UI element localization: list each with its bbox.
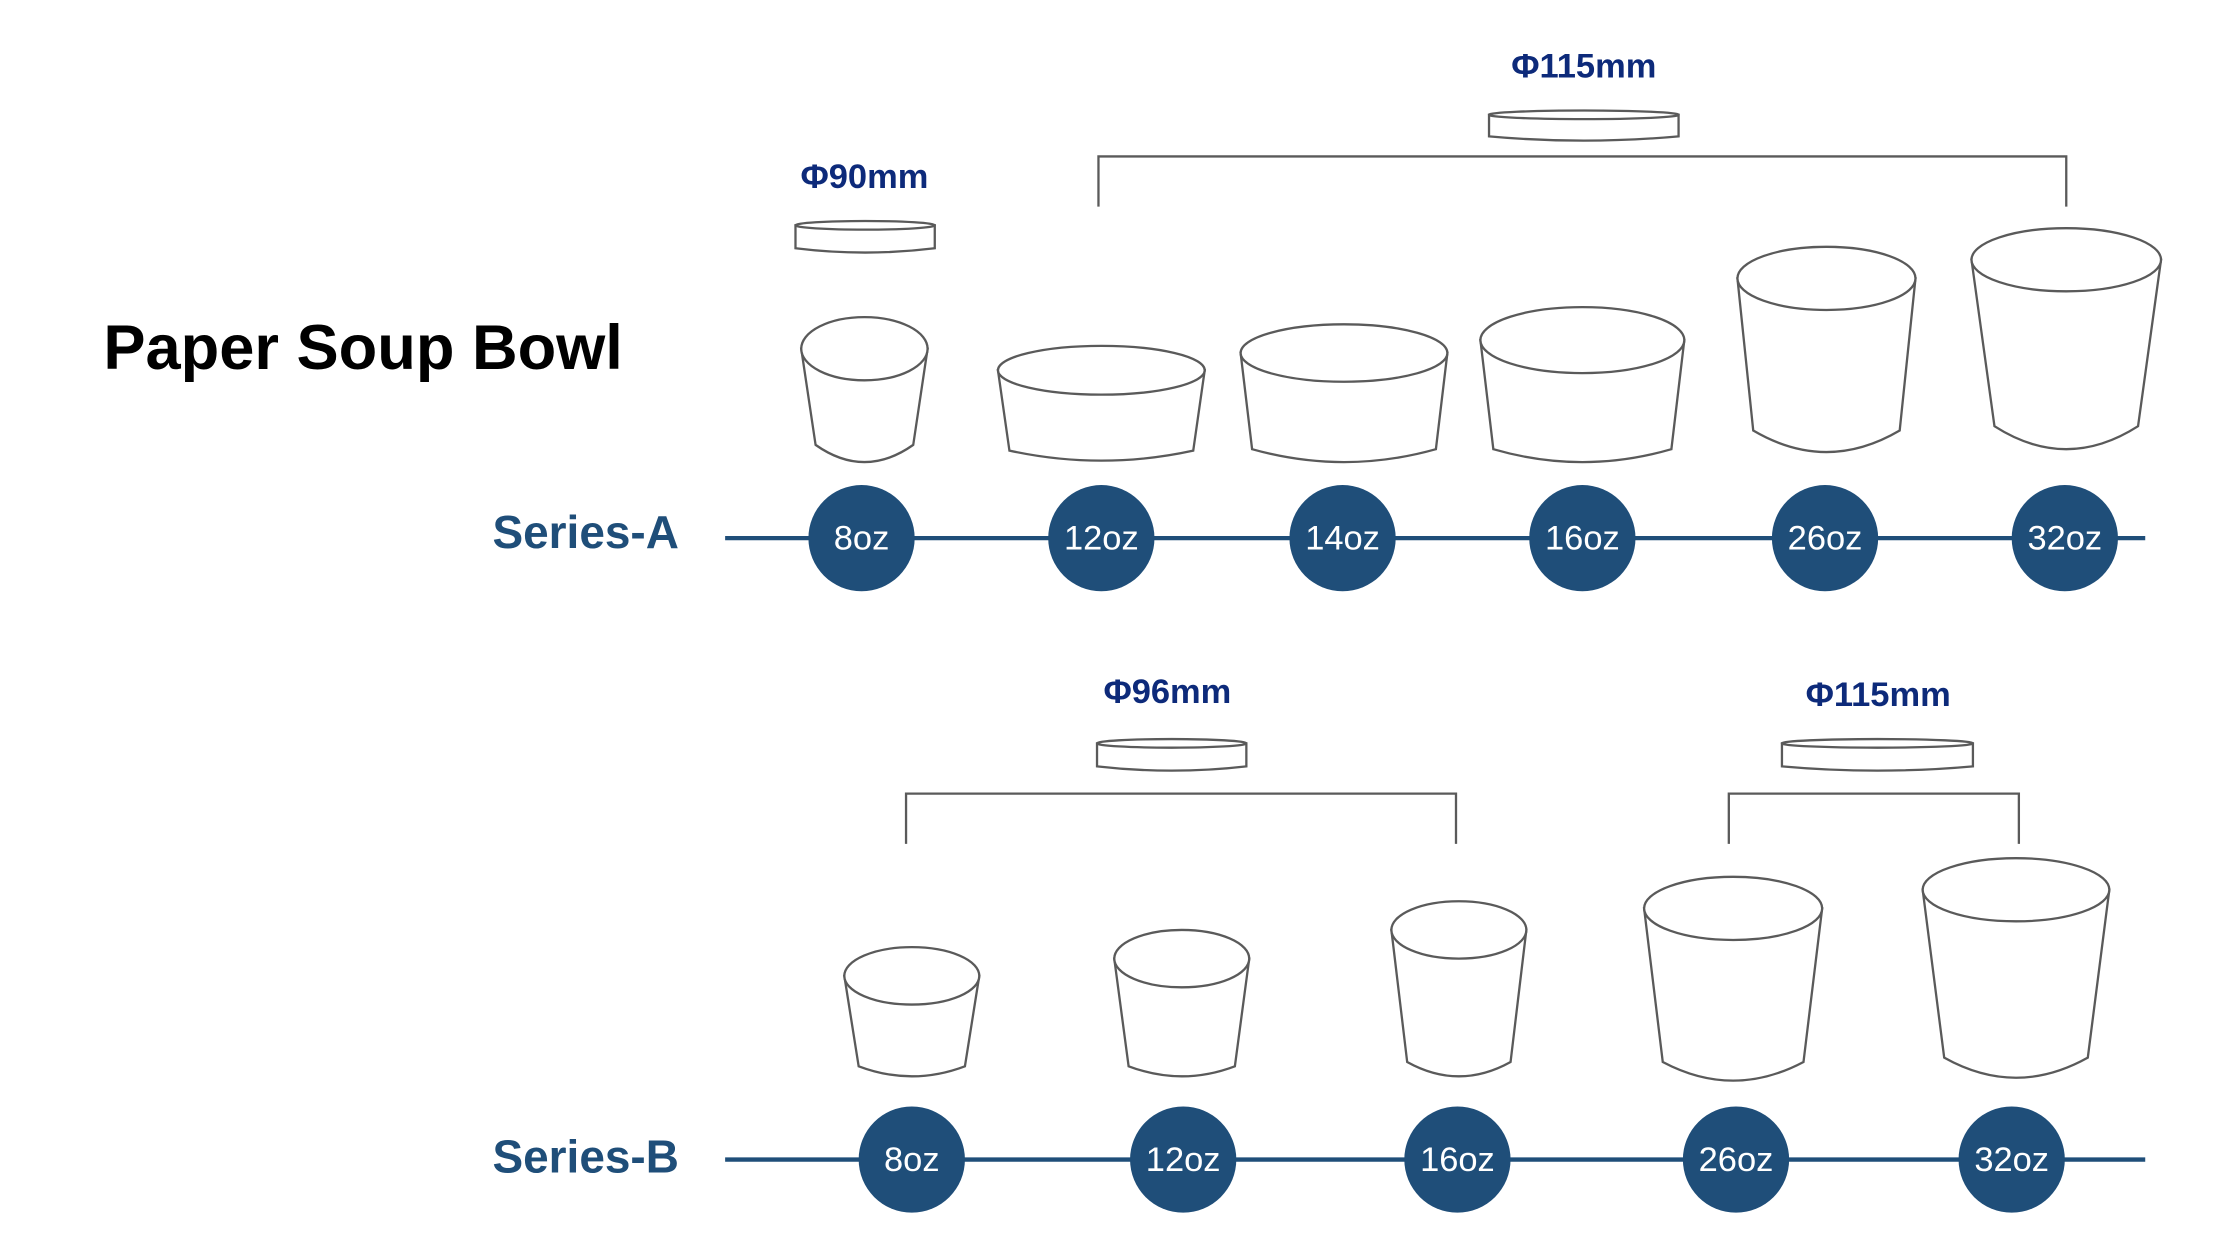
size-badge-16oz: 16oz [1529,485,1636,592]
bowl-rim [1113,928,1251,989]
bowl-rim [1736,245,1917,312]
size-label: 14oz [1305,520,1380,558]
page-title: Paper Soup Bowl [103,313,622,383]
size-badge-circle [1130,1106,1237,1213]
bowl-illustration [799,316,929,464]
lid-group-bracket [1727,792,2021,844]
lid-group-bracket [904,792,1458,844]
size-badge-circle [1529,485,1636,592]
lid-diameter-label: Φ96mm [1103,673,1231,711]
size-badge-circle [1048,485,1155,592]
bowl-body [1479,338,1686,464]
size-label: 16oz [1545,520,1620,558]
series-a-label: Series-A [493,506,679,558]
size-label: 8oz [834,520,890,558]
bowl-body [1239,351,1449,464]
bowl-illustration [1479,305,1686,464]
lid-side [1780,742,1975,772]
lid-side [1487,113,1680,142]
size-badge-8oz: 8oz [808,485,915,592]
lid-side [1095,742,1248,772]
size-badge-16oz: 16oz [1404,1106,1511,1213]
size-badge-26oz: 26oz [1682,1106,1790,1213]
series-b-group: Series-B Φ96mm Φ115mm 8oz 12oz 16oz 26oz 32o… [493,673,2146,1213]
lid-diameter-label: Φ90mm [800,158,928,196]
lid-illustration [1487,109,1680,142]
bowl-rim [1642,875,1824,942]
lid-side [794,224,936,254]
size-badge-circle [1289,485,1396,592]
size-badge-circle [808,485,915,592]
lid-top [1095,737,1248,749]
size-label: 26oz [1699,1141,1774,1179]
size-badge-32oz: 32oz [1958,1106,2065,1213]
lid-top [1487,109,1680,121]
bowl-illustration [1390,900,1528,1078]
lid-illustration [794,219,936,254]
size-label: 16oz [1420,1141,1495,1179]
lid-top [794,219,936,231]
bowl-illustration [1642,875,1824,1082]
size-badge-32oz: 32oz [2011,485,2118,592]
size-badge-circle [2011,485,2118,592]
lid-illustration [1780,737,1975,772]
bowl-illustration [1736,245,1917,454]
bowl-body [1970,258,2163,451]
bowl-rim [1479,305,1686,375]
size-badge-8oz: 8oz [858,1106,965,1213]
size-label: 32oz [2027,520,2102,558]
bowl-illustration [1970,227,2163,451]
size-badge-circle [1958,1106,2065,1213]
size-badge-12oz: 12oz [1048,485,1155,592]
size-label: 12oz [1064,520,1139,558]
bowl-rim [1239,323,1449,383]
bowl-body [1642,907,1824,1082]
bowl-illustration [1921,857,2111,1079]
size-badge-circle [1771,485,1879,592]
size-badge-12oz: 12oz [1130,1106,1237,1213]
bowl-body [996,369,1207,462]
bowl-illustration [1112,928,1251,1078]
bowl-rim [1921,857,2111,923]
size-badge-circle [1682,1106,1790,1213]
size-badge-circle [1404,1106,1511,1213]
lid-diameter-label: Φ115mm [1511,48,1656,86]
bowl-body [1921,888,2111,1079]
lid-illustration [1095,737,1248,772]
lid-diameter-label: Φ115mm [1806,676,1951,714]
bowl-illustration [996,344,1207,462]
size-label: 8oz [884,1141,940,1179]
bowl-body [1736,277,1917,454]
bowl-illustration [1239,323,1449,464]
lid-top [1780,737,1975,749]
size-badge-14oz: 14oz [1289,485,1396,592]
bowl-illustration [842,946,981,1078]
size-badge-26oz: 26oz [1771,485,1879,592]
series-a-group: Series-A Φ90mm Φ115mm 8oz 12oz 14oz 16oz 26o… [493,48,2163,592]
size-label: 26oz [1788,520,1863,558]
lid-group-bracket [1097,155,2068,207]
bowl-rim [843,946,981,1006]
size-badge-circle [858,1106,965,1213]
bowl-rim [1970,227,2163,293]
size-label: 32oz [1974,1141,2049,1179]
bowl-rim [800,316,929,382]
size-label: 12oz [1146,1141,1221,1179]
bowl-rim [1390,900,1528,960]
bowl-body [1112,957,1251,1078]
series-b-label: Series-B [493,1130,679,1182]
bowl-body [1390,928,1528,1078]
bowl-rim [996,344,1206,396]
